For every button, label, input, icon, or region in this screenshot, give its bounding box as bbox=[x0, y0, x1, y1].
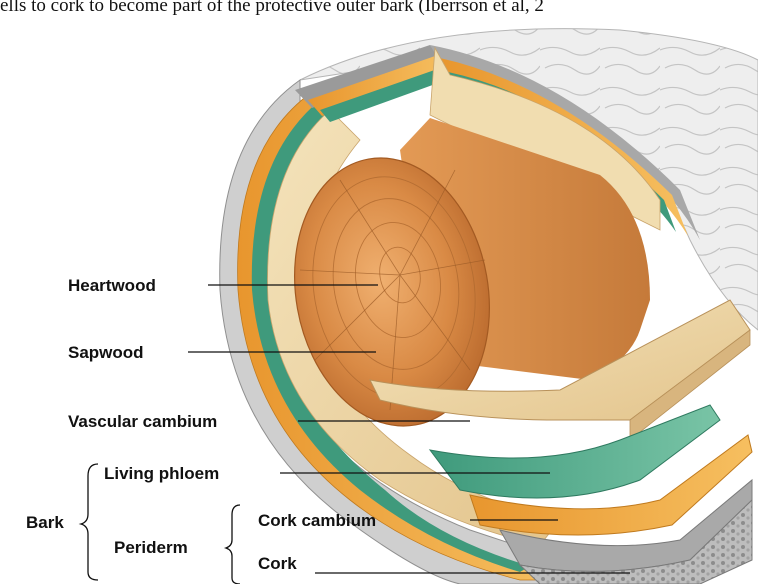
label-vascular-cambium: Vascular cambium bbox=[68, 412, 217, 432]
label-periderm: Periderm bbox=[114, 538, 188, 558]
label-sapwood: Sapwood bbox=[68, 343, 144, 363]
label-cork: Cork bbox=[258, 554, 297, 574]
label-cork-cambium: Cork cambium bbox=[258, 511, 376, 531]
bark-brace bbox=[81, 464, 98, 580]
label-heartwood: Heartwood bbox=[68, 276, 156, 296]
label-bark: Bark bbox=[26, 513, 64, 533]
periderm-brace bbox=[226, 505, 240, 584]
label-living-phloem: Living phloem bbox=[104, 464, 219, 484]
